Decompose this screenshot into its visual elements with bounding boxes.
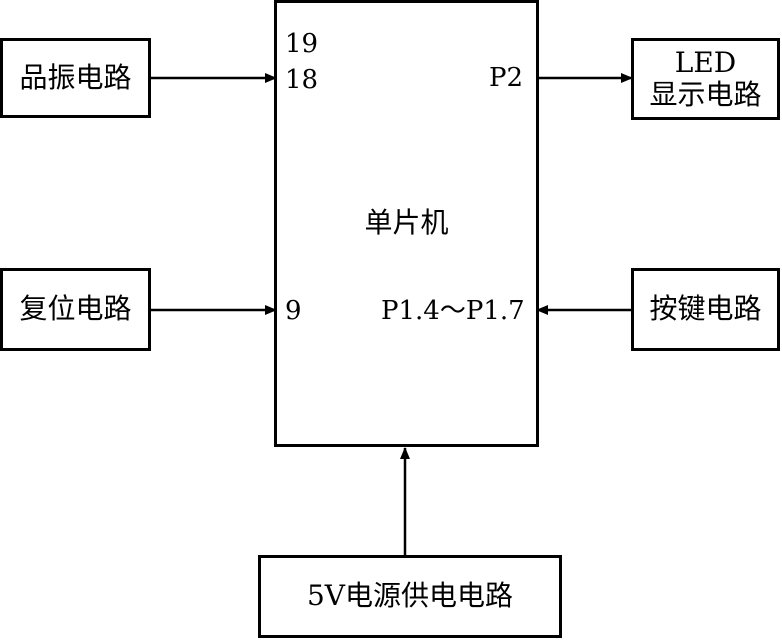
led-label-line2: 显示电路 <box>649 78 762 111</box>
mcu-label: 单片机 <box>364 206 449 240</box>
pin-p2-label: P2 <box>489 63 524 93</box>
led-label-line1: LED <box>674 45 737 79</box>
power-supply-label: 5V电源供电电路 <box>306 579 514 613</box>
oscillator-block: 品振电路 <box>0 38 151 118</box>
mcu-block: 单片机 <box>274 0 539 447</box>
keypad-label: 按键电路 <box>649 292 762 326</box>
oscillator-label: 品振电路 <box>19 60 132 94</box>
keypad-block: 按键电路 <box>631 268 780 351</box>
power-supply-block: 5V电源供电电路 <box>258 555 562 638</box>
pin-9-label: 9 <box>285 296 302 326</box>
pin-19-label: 19 <box>285 29 319 59</box>
led-display-block: LED 显示电路 <box>631 38 780 120</box>
pin-p1-label: P1.4～P1.7 <box>381 296 525 326</box>
reset-label: 复位电路 <box>19 292 132 326</box>
pin-18-label: 18 <box>285 65 319 95</box>
reset-block: 复位电路 <box>0 268 151 351</box>
